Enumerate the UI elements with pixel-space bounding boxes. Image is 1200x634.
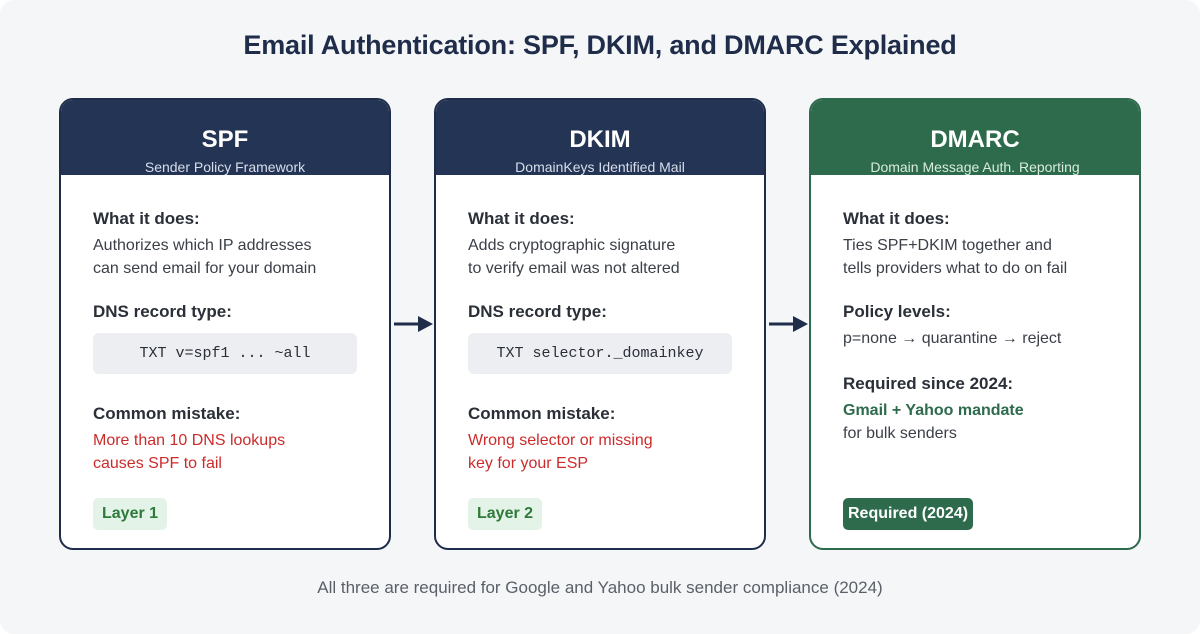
dkim-dns-code: TXT selector._domainkey (468, 333, 732, 374)
diagram-footer: All three are required for Google and Ya… (317, 578, 883, 597)
dkim-what-heading: What it does: (468, 209, 575, 228)
dmarc-required-highlight: Gmail + Yahoo mandate (843, 402, 1024, 419)
spf-mistake-line-2: causes SPF to fail (93, 455, 222, 472)
spf-dns-heading: DNS record type: (93, 302, 232, 321)
spf-dns-code: TXT v=spf1 ... ~all (93, 333, 357, 374)
spf-what-heading: What it does: (93, 209, 200, 228)
dmarc-what-line-2: tells providers what to do on fail (843, 260, 1068, 277)
dkim-mistake-line-2: key for your ESP (468, 455, 589, 472)
spf-mistake-line-1: More than 10 DNS lookups (93, 432, 286, 449)
dkim-dns-heading: DNS record type: (468, 302, 607, 321)
dmarc-card-header: DMARC Domain Message Auth. Reporting (811, 100, 1139, 175)
spf-card: SPF Sender Policy Framework What it does… (59, 98, 391, 550)
dmarc-what-text: Ties SPF+DKIM together and tells provide… (843, 234, 1107, 280)
spf-card-name: SPF (201, 126, 249, 153)
dmarc-policy-text: p=none → quarantine → reject (843, 330, 1062, 347)
spf-card-header: SPF Sender Policy Framework (61, 100, 389, 175)
dkim-card-name: DKIM (569, 126, 631, 153)
dmarc-required-text: Gmail + Yahoo mandate for bulk senders (843, 399, 1107, 445)
spf-card-subtitle: Sender Policy Framework (144, 159, 306, 175)
dkim-card-header: DKIM DomainKeys Identified Mail (436, 100, 764, 175)
dmarc-what-line-1: Ties SPF+DKIM together and (843, 237, 1052, 254)
diagram-title: Email Authentication: SPF, DKIM, and DMA… (243, 30, 957, 60)
dmarc-policy-heading: Policy levels: (843, 302, 951, 321)
dmarc-required-badge: Required (2024) (843, 498, 974, 530)
dmarc-card-subtitle: Domain Message Auth. Reporting (870, 159, 1080, 175)
arrow-right-icon (769, 316, 808, 332)
dkim-mistake-line-1: Wrong selector or missing (468, 432, 653, 449)
spf-what-line-2: can send email for your domain (93, 260, 317, 277)
dmarc-card: DMARC Domain Message Auth. Reporting Wha… (809, 98, 1141, 550)
dkim-layer-badge: Layer 2 (468, 498, 543, 530)
spf-what-line-1: Authorizes which IP addresses (93, 237, 312, 254)
dkim-what-text: Adds cryptographic signature to verify e… (468, 234, 732, 280)
arrow-right-icon (394, 316, 433, 332)
spf-layer-badge: Layer 1 (93, 498, 168, 530)
dkim-card: DKIM DomainKeys Identified Mail What it … (434, 98, 766, 550)
spf-what-text: Authorizes which IP addresses can send e… (93, 234, 357, 280)
dkim-mistake-heading: Common mistake: (468, 404, 616, 423)
dkim-mistake-text: Wrong selector or missing key for your E… (468, 429, 732, 475)
dkim-what-line-1: Adds cryptographic signature (468, 237, 676, 254)
dmarc-required-detail: for bulk senders (843, 425, 957, 442)
dmarc-card-name: DMARC (930, 126, 1020, 153)
dmarc-required-heading: Required since 2024: (843, 374, 1014, 393)
dmarc-what-heading: What it does: (843, 209, 950, 228)
spf-mistake-text: More than 10 DNS lookups causes SPF to f… (93, 429, 357, 475)
spf-mistake-heading: Common mistake: (93, 404, 241, 423)
dkim-card-subtitle: DomainKeys Identified Mail (515, 159, 685, 175)
dkim-what-line-2: to verify email was not altered (468, 260, 680, 277)
